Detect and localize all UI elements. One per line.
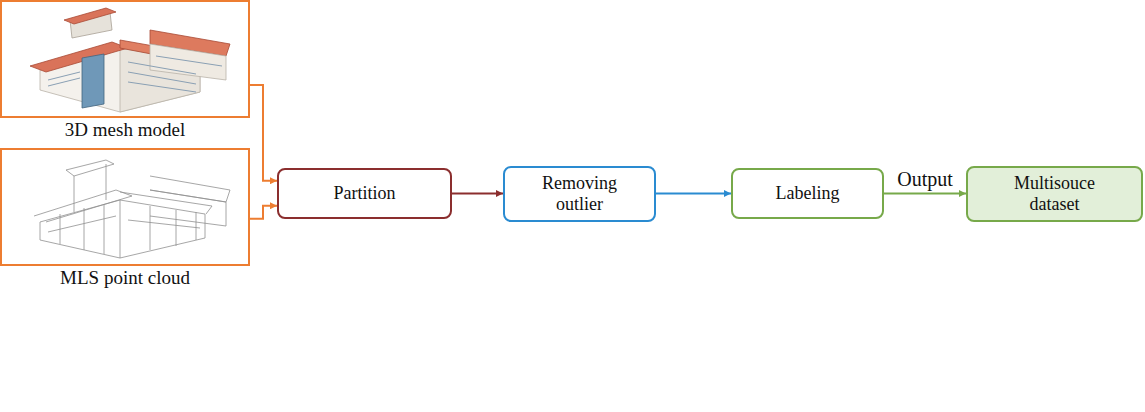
process-box: Removing outlier	[503, 166, 656, 222]
process-box: Labeling	[731, 168, 884, 219]
flow-arrow	[250, 206, 277, 219]
box-label: Multisouce dataset	[1000, 173, 1110, 214]
flow-arrow	[884, 193, 966, 195]
box-label: Labeling	[776, 183, 840, 204]
image-box: 3D mesh model	[0, 0, 250, 118]
image-caption: 3D mesh model	[65, 119, 185, 141]
image-caption: MLS point cloud	[60, 267, 190, 289]
output-box: Multisouce dataset	[966, 166, 1143, 222]
flow-arrow	[250, 85, 277, 181]
flow-arrow	[656, 193, 731, 195]
image-box: MLS point cloud	[0, 148, 250, 266]
mesh-building	[30, 8, 230, 112]
box-label: Partition	[334, 183, 396, 204]
box-label: Removing outlier	[530, 173, 630, 214]
point-cloud-building	[34, 160, 230, 258]
process-box: Partition	[277, 168, 452, 219]
flow-arrow	[452, 193, 503, 195]
edge-label: Output	[895, 168, 955, 191]
